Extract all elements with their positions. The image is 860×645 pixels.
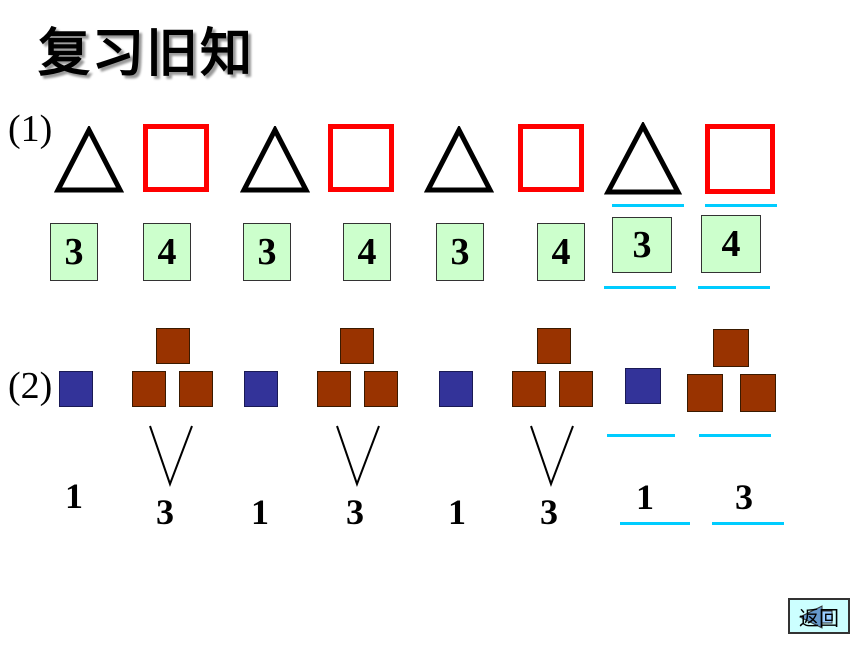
- red-square-icon: [143, 124, 209, 192]
- number-label: 1: [448, 492, 466, 532]
- section-1-label: (1): [8, 108, 53, 150]
- brown-square-icon: [713, 329, 749, 367]
- brown-square-icon: [156, 328, 190, 364]
- number-label: 3: [540, 492, 558, 532]
- number-label: 3: [735, 477, 753, 517]
- number-label: 1: [65, 476, 83, 516]
- number-card: 3: [243, 223, 291, 281]
- number-label: 3: [156, 492, 174, 532]
- brown-square-icon: [317, 371, 351, 407]
- brown-square-icon: [132, 371, 166, 407]
- split-mark-icon: [149, 425, 193, 487]
- split-mark-icon: [530, 425, 574, 487]
- answer-line: [620, 522, 690, 525]
- answer-line: [698, 286, 770, 289]
- section-2-label: (2): [8, 365, 53, 407]
- blue-square-icon: [244, 371, 278, 407]
- brown-square-icon: [687, 374, 723, 412]
- number-card: 3: [612, 217, 672, 273]
- answer-line: [604, 286, 676, 289]
- number-card: 3: [436, 223, 484, 281]
- number-label: 1: [251, 492, 269, 532]
- back-button[interactable]: 返回: [788, 598, 850, 634]
- brown-square-icon: [559, 371, 593, 407]
- number-card: 4: [701, 215, 761, 273]
- back-arrow-icon: [798, 605, 833, 629]
- red-square-icon: [328, 124, 394, 192]
- red-square-icon: [518, 124, 584, 192]
- back-button-label: 返回: [799, 605, 839, 630]
- triangle-icon: [424, 126, 494, 193]
- blue-square-icon: [439, 371, 473, 407]
- brown-square-icon: [512, 371, 546, 407]
- answer-line: [712, 522, 784, 525]
- red-square-icon: [705, 124, 775, 194]
- split-mark-icon: [336, 425, 380, 487]
- blue-square-icon: [625, 368, 661, 404]
- number-card: 4: [537, 223, 585, 281]
- number-card: 4: [343, 223, 391, 281]
- brown-square-icon: [340, 328, 374, 364]
- number-label: 1: [636, 477, 654, 517]
- brown-square-icon: [740, 374, 776, 412]
- triangle-icon: [240, 126, 310, 193]
- triangle-icon: [604, 122, 682, 195]
- blue-square-icon: [59, 371, 93, 407]
- number-card: 3: [50, 223, 98, 281]
- brown-square-icon: [364, 371, 398, 407]
- number-label: 3: [346, 492, 364, 532]
- brown-square-icon: [179, 371, 213, 407]
- answer-line: [699, 434, 771, 437]
- brown-square-icon: [537, 328, 571, 364]
- answer-line: [612, 204, 684, 207]
- triangle-icon: [54, 126, 124, 193]
- page-title: 复习旧知: [38, 24, 255, 84]
- number-card: 4: [143, 223, 191, 281]
- answer-line: [607, 434, 675, 437]
- answer-line: [705, 204, 777, 207]
